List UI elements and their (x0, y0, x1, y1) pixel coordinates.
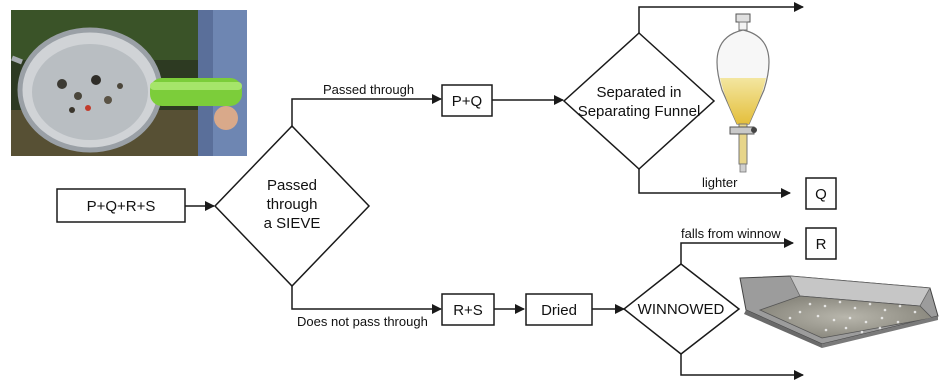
funnel-decision: Separated in Separating Funnel (562, 31, 716, 171)
start-box-label: P+Q+R+S (87, 198, 156, 215)
rs-box: R+S (441, 293, 495, 326)
arrow-passed-through (291, 94, 442, 126)
arrow-falls-from-winnow (680, 238, 794, 264)
sieve-photo (11, 10, 247, 156)
branch-not-passed-label: Does not pass through (297, 314, 428, 329)
arrow-winnow-bottom-output (680, 354, 804, 380)
arrow-lighter (638, 169, 791, 198)
r-box-label: R (816, 236, 827, 253)
rs-box-label: R+S (453, 302, 483, 319)
pq-box-label: P+Q (452, 93, 482, 110)
sieve-decision-line3: a SIEVE (264, 215, 321, 232)
winnow-decision: WINNOWED (622, 263, 741, 355)
r-box: R (805, 227, 837, 260)
pq-box: P+Q (441, 84, 493, 117)
funnel-decision-line1: Separated in (596, 84, 681, 101)
arrow-not-passed (291, 286, 442, 314)
sieve-decision: Passed through a SIEVE (213, 124, 371, 288)
q-box: Q (805, 177, 837, 210)
branch-passed-label: Passed through (323, 82, 414, 97)
dried-box-label: Dried (541, 302, 577, 319)
sieve-decision-line1: Passed (267, 177, 317, 194)
dried-box: Dried (525, 293, 593, 326)
falls-label: falls from winnow (681, 226, 781, 241)
lighter-label: lighter (702, 175, 738, 190)
arrow-funnel-top-output (638, 2, 804, 33)
separating-funnel-icon (716, 13, 770, 173)
winnow-decision-label: WINNOWED (638, 301, 725, 318)
q-box-label: Q (815, 186, 827, 203)
start-box: P+Q+R+S (56, 188, 186, 223)
winnowing-tray-icon (739, 275, 939, 348)
sieve-decision-line2: through (267, 196, 318, 213)
funnel-decision-line2: Separating Funnel (578, 103, 701, 120)
